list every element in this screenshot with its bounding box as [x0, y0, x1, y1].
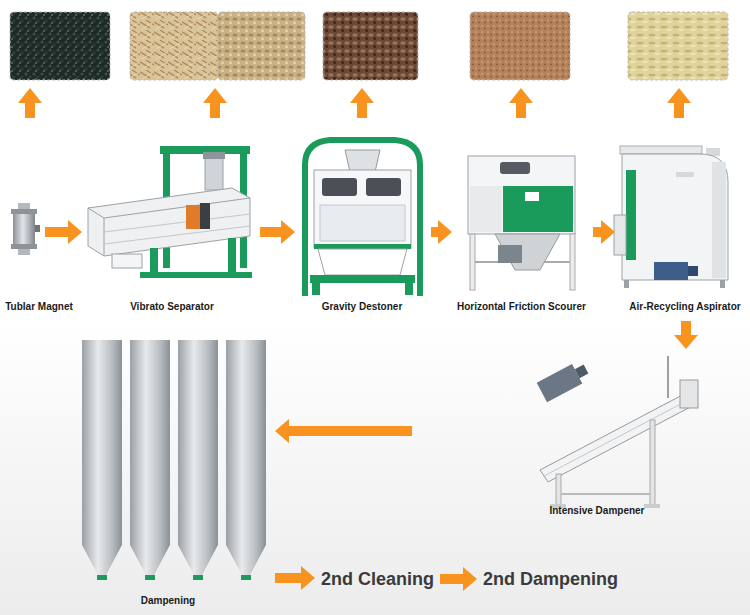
machine-label-group: Dampening [141, 594, 195, 607]
step-node: 2nd Dampening [480, 566, 621, 592]
machine-label-group: Horizontal Friction Scourer [457, 300, 586, 313]
flow-arrow [674, 321, 698, 349]
machine-label-group: Gravity Destoner [322, 300, 403, 313]
machine-node: Dampening [78, 338, 272, 612]
flow-arrow [260, 220, 295, 244]
machine-label: Tublar Magnet [5, 300, 73, 313]
flow-arrow [275, 419, 412, 443]
machine-label-group: Vibrato Separator [130, 300, 214, 313]
machine-node: Intensive Dampener [415, 352, 705, 520]
step-text: 2nd Dampening [483, 568, 618, 590]
machine-label: Vibrato Separator [130, 300, 214, 313]
machine-node: Horizontal Friction Scourer [455, 146, 590, 318]
machine-label-group: Air-Recycling Aspirator [629, 300, 740, 313]
flow-arrow [275, 566, 315, 590]
machine-label: Horizontal Friction Scourer [457, 300, 586, 313]
flow-arrow [45, 220, 82, 244]
step-node: 2nd Cleaning [318, 566, 437, 592]
machine-node: Tublar Magnet [6, 200, 42, 256]
machine-label: Dampening [141, 594, 195, 607]
flow-arrow [431, 220, 452, 244]
machine-label: Air-Recycling Aspirator [629, 300, 740, 313]
machine-node: Air-Recycling Aspirator [618, 142, 745, 318]
machine-label-group: Tublar Magnet [5, 300, 73, 313]
flow-arrow [440, 567, 477, 591]
step-text: 2nd Cleaning [321, 568, 434, 590]
machine-node: Vibrato Separator [85, 146, 257, 318]
machine-label: Gravity Destoner [322, 300, 403, 313]
machine-label: Intensive Dampener [549, 504, 644, 517]
flow-arrow [593, 220, 615, 244]
machine-label-group: Intensive Dampener [549, 504, 644, 517]
machine-node: Gravity Destoner [298, 136, 428, 318]
